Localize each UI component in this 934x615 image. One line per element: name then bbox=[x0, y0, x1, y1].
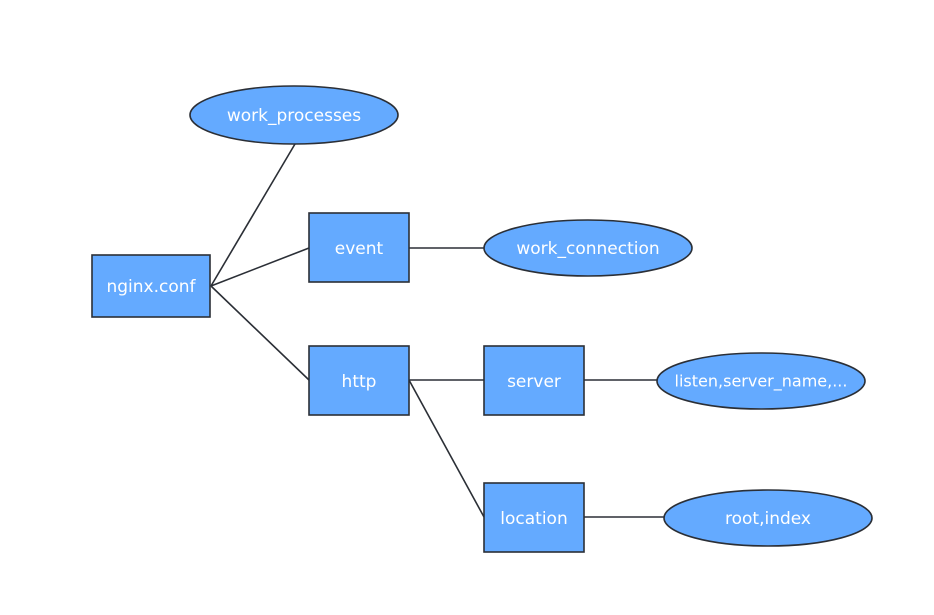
node-location-directives: root,index bbox=[663, 489, 873, 547]
event-box bbox=[308, 212, 410, 283]
node-event: event bbox=[308, 212, 410, 283]
location-directives-ellipse bbox=[663, 489, 873, 547]
location-directives-label: root,index bbox=[725, 509, 811, 529]
nginx-conf-box bbox=[91, 254, 211, 318]
server-label: server bbox=[507, 372, 561, 392]
work-processes-label: work_processes bbox=[227, 106, 361, 126]
work-connection-ellipse bbox=[483, 219, 693, 277]
edge-nginx-conf-work-processes bbox=[210, 143, 296, 287]
node-server-directives: listen,server_name,... bbox=[656, 352, 866, 410]
http-label: http bbox=[342, 372, 377, 392]
edge-nginx-conf-http bbox=[210, 285, 310, 381]
http-box bbox=[308, 345, 410, 416]
work-connection-label: work_connection bbox=[516, 239, 659, 259]
node-nginx-conf: nginx.conf bbox=[91, 254, 211, 318]
node-location: location bbox=[483, 482, 585, 553]
location-box bbox=[483, 482, 585, 553]
location-label: location bbox=[500, 509, 567, 529]
server-directives-ellipse bbox=[656, 352, 866, 410]
node-work-processes: work_processes bbox=[189, 85, 399, 145]
edge-nginx-conf-event bbox=[210, 247, 310, 287]
work-processes-ellipse bbox=[189, 85, 399, 145]
event-label: event bbox=[335, 239, 384, 259]
server-box bbox=[483, 345, 585, 416]
nginx-conf-label: nginx.conf bbox=[106, 277, 196, 297]
node-work-connection: work_connection bbox=[483, 219, 693, 277]
node-http: http bbox=[308, 345, 410, 416]
server-directives-label: listen,server_name,... bbox=[675, 372, 848, 392]
edges bbox=[210, 143, 664, 518]
node-server: server bbox=[483, 345, 585, 416]
edge-http-location bbox=[408, 379, 485, 518]
